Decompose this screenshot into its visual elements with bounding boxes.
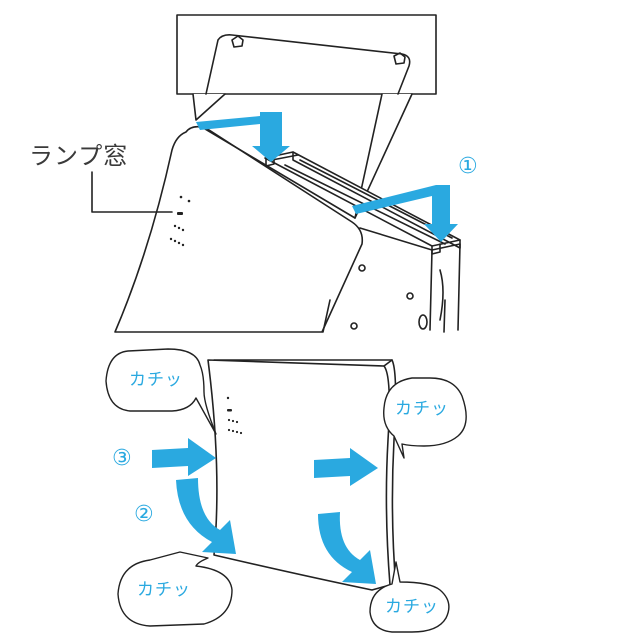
device-body: [264, 151, 461, 331]
top-cover-panel: [114, 125, 364, 333]
bottom-cover-panel: [207, 359, 397, 591]
click-bubble-top-left: [105, 348, 217, 435]
step-1-marker: ①: [458, 154, 478, 179]
step-2-marker: ②: [134, 502, 154, 527]
click-sound-label: カチッ: [137, 580, 191, 600]
lamp-window-dots: [169, 195, 191, 247]
step-3-marker: ③: [112, 446, 132, 471]
lamp-window-label: ランプ窓: [29, 142, 129, 170]
click-sound-label: カチッ: [385, 597, 439, 617]
lamp-window-leader: [91, 171, 173, 213]
click-sound-label: カチッ: [395, 399, 449, 419]
arrow-step3-left: [152, 438, 216, 476]
arrow-step1-right: [352, 185, 458, 242]
click-bubble-bottom-left: [117, 551, 233, 627]
arrow-step1-left: [196, 112, 290, 162]
arrow-step2-left: [176, 478, 236, 554]
click-sound-label: カチッ: [129, 370, 183, 390]
click-bubble-top-right: [383, 377, 467, 459]
arrow-step3-right: [314, 448, 378, 486]
click-bubble-bottom-right: [369, 561, 450, 633]
zoom-callout: [176, 14, 437, 219]
arrow-step2-right: [318, 512, 376, 584]
